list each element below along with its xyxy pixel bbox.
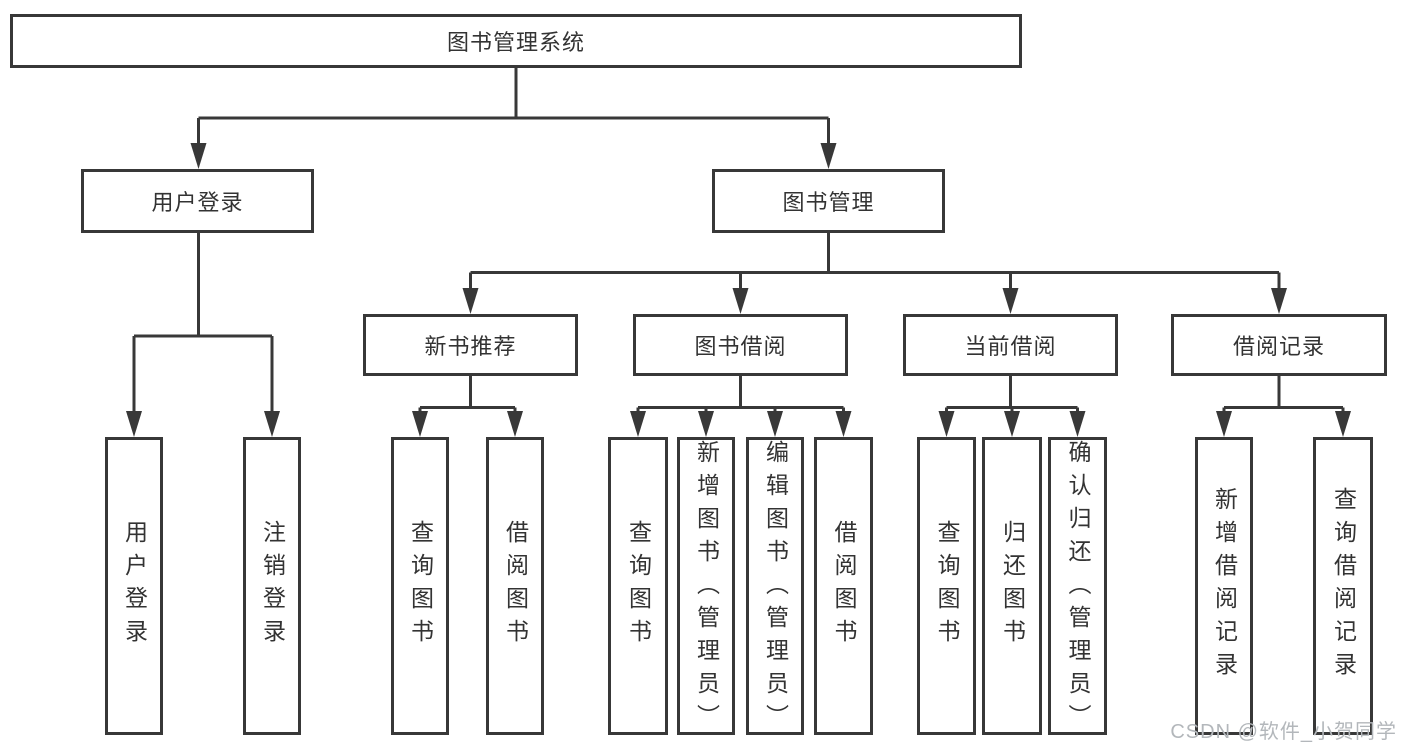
node-user-login: 用户登录 <box>81 169 314 233</box>
node-user-login-label: 用户登录 <box>151 190 244 215</box>
node-new-book-recommend-label: 新书推荐 <box>424 334 517 359</box>
leaf-recommend-borrow-books-label: 借阅图书 <box>502 520 529 652</box>
leaf-query-borrow-record-label: 查询借阅记录 <box>1330 487 1357 685</box>
node-book-borrow-label: 图书借阅 <box>694 334 787 359</box>
leaf-confirm-return-admin: 确认归还（管理员） <box>1048 437 1107 737</box>
arrowhead-icons <box>126 143 1351 437</box>
leaf-query-borrow-record: 查询借阅记录 <box>1313 437 1373 735</box>
node-root: 图书管理系统 <box>10 14 1022 68</box>
leaf-borrow-query-books-label: 查询图书 <box>625 520 652 652</box>
node-borrow-records-label: 借阅记录 <box>1232 334 1325 359</box>
leaf-return-books-label: 归还图书 <box>999 520 1026 652</box>
node-book-management: 图书管理 <box>712 169 945 233</box>
leaf-recommend-borrow-books: 借阅图书 <box>486 437 544 735</box>
leaf-return-books: 归还图书 <box>982 437 1042 735</box>
leaf-borrow-books-label: 借阅图书 <box>831 520 857 652</box>
leaf-user-login-label: 用户登录 <box>121 520 148 652</box>
node-current-borrow-label: 当前借阅 <box>964 334 1057 359</box>
leaf-add-borrow-record: 新增借阅记录 <box>1195 437 1253 735</box>
leaf-edit-books-admin: 编辑图书（管理员） <box>746 437 804 737</box>
leaf-current-query-books-label: 查询图书 <box>934 520 960 652</box>
node-new-book-recommend: 新书推荐 <box>363 314 578 376</box>
leaf-logout-label: 注销登录 <box>259 520 286 652</box>
leaf-confirm-return-admin-label: 确认归还（管理员） <box>1065 440 1091 737</box>
leaf-recommend-query-books-label: 查询图书 <box>407 520 434 652</box>
leaf-recommend-query-books: 查询图书 <box>391 437 449 735</box>
leaf-borrow-query-books: 查询图书 <box>608 437 668 735</box>
node-borrow-records: 借阅记录 <box>1171 314 1387 376</box>
node-book-borrow: 图书借阅 <box>633 314 848 376</box>
node-current-borrow: 当前借阅 <box>903 314 1118 376</box>
leaf-current-query-books: 查询图书 <box>917 437 976 735</box>
leaf-user-login: 用户登录 <box>105 437 163 735</box>
node-root-label: 图书管理系统 <box>446 30 585 55</box>
node-book-management-label: 图书管理 <box>782 190 875 215</box>
leaf-logout: 注销登录 <box>243 437 301 735</box>
leaf-add-borrow-record-label: 新增借阅记录 <box>1211 487 1238 685</box>
watermark-text: CSDN @软件_小贺同学 <box>1170 721 1397 743</box>
leaf-add-books-admin-label: 新增图书（管理员） <box>693 440 720 737</box>
leaf-borrow-books: 借阅图书 <box>814 437 873 735</box>
leaf-edit-books-admin-label: 编辑图书（管理员） <box>762 440 789 737</box>
leaf-add-books-admin: 新增图书（管理员） <box>677 437 735 737</box>
